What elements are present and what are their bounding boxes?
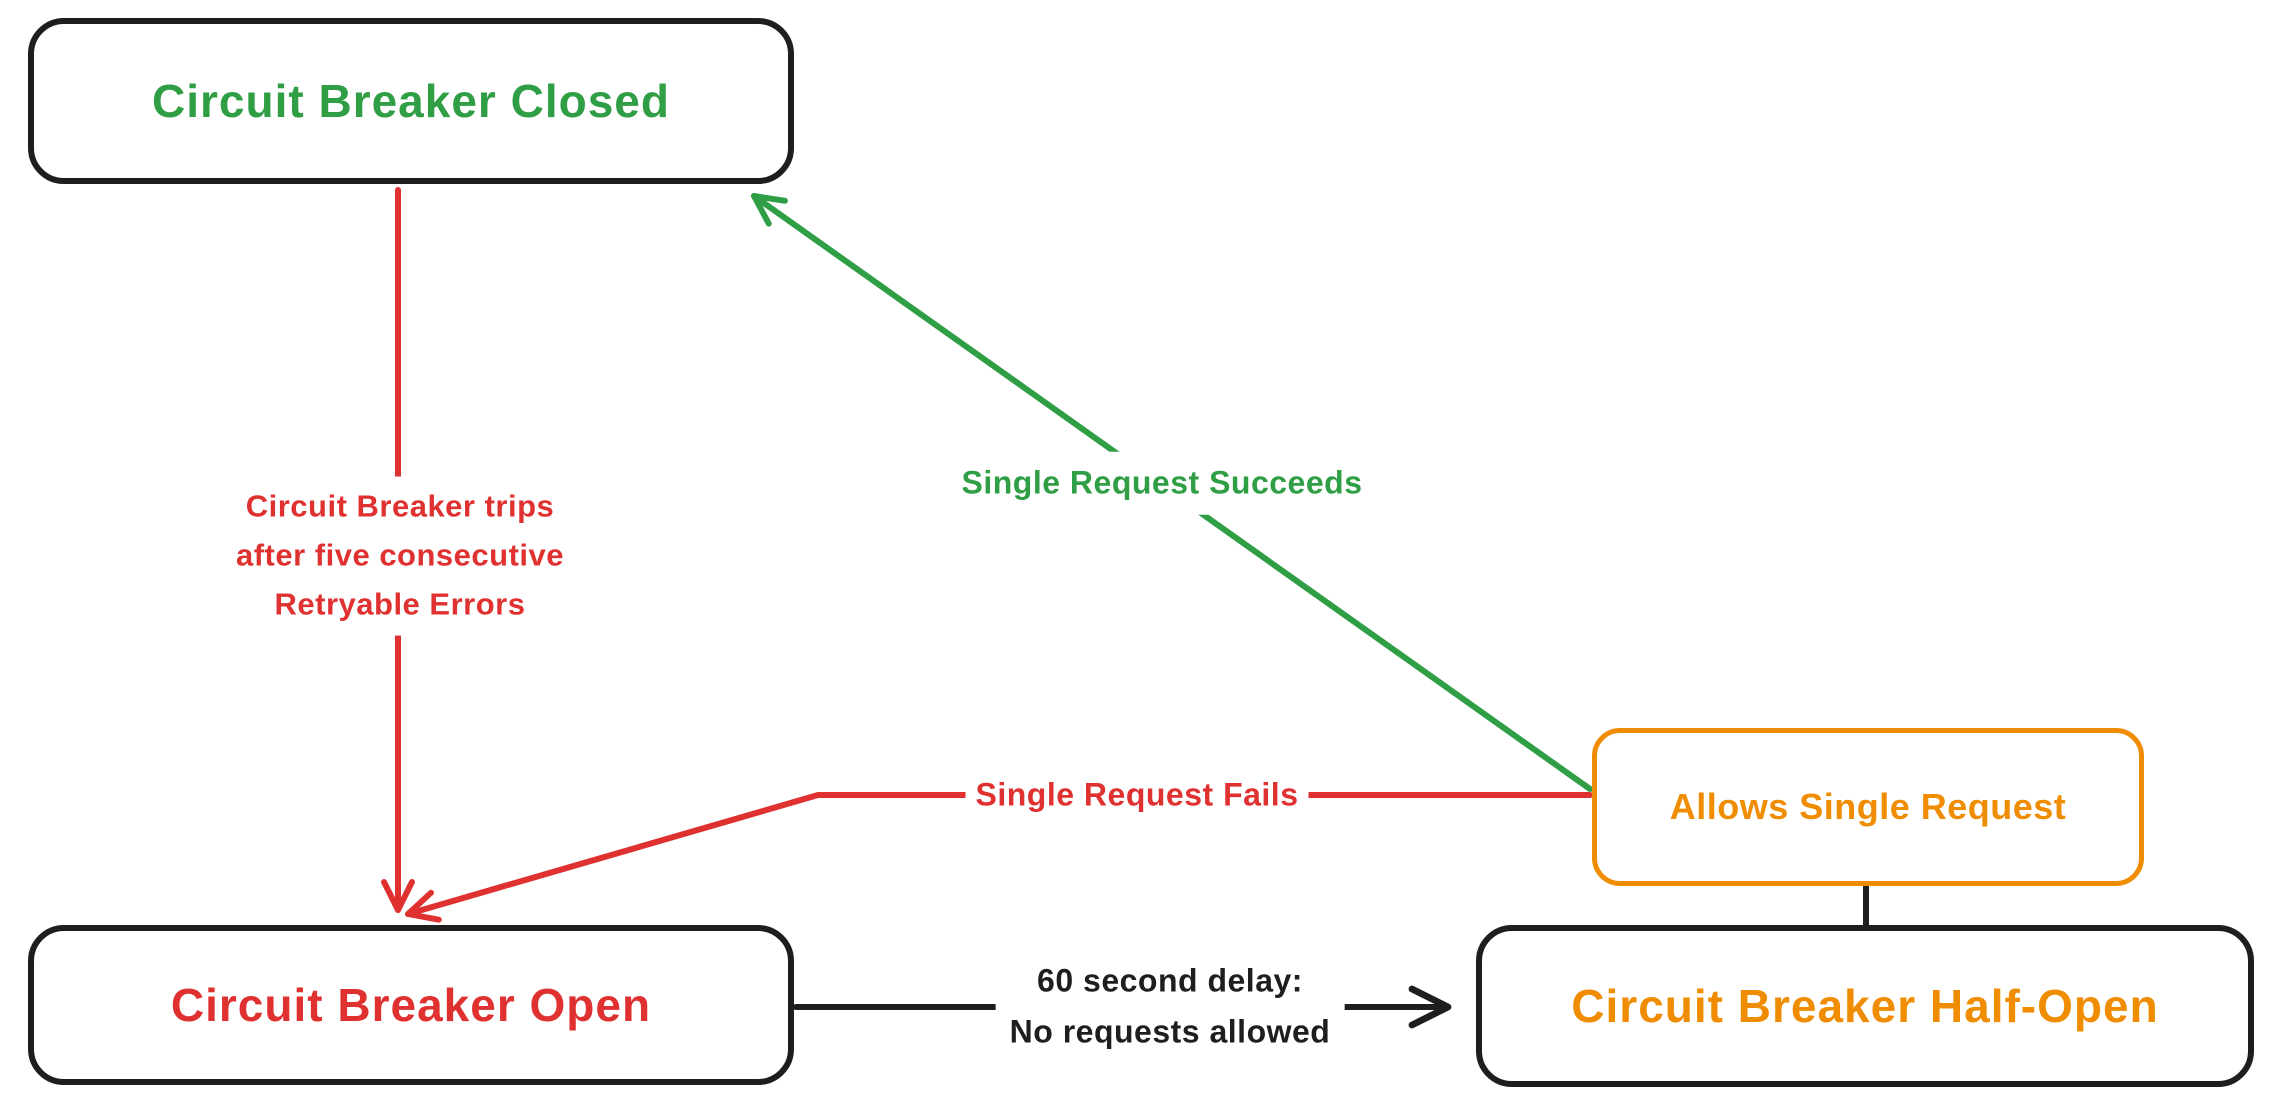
node-open-label: Circuit Breaker Open <box>170 979 652 1031</box>
node-allows-single-request: Allows Single Request <box>1592 728 2144 886</box>
node-circuit-breaker-open: Circuit Breaker Open <box>28 925 794 1085</box>
node-half-open-label: Circuit Breaker Half-Open <box>1571 980 2159 1032</box>
edge-label-succeeds: Single Request Succeeds <box>947 451 1377 515</box>
edge-label-delay: 60 second delay: No requests allowed <box>995 949 1345 1063</box>
node-circuit-breaker-closed: Circuit Breaker Closed <box>28 18 794 184</box>
edge-fails-arrow <box>405 792 1593 923</box>
edge-label-fails: Single Request Fails <box>965 767 1309 823</box>
node-allows-label: Allows Single Request <box>1669 786 2067 827</box>
node-circuit-breaker-half-open: Circuit Breaker Half-Open <box>1476 925 2254 1087</box>
edge-label-trips: Circuit Breaker trips after five consecu… <box>221 476 579 636</box>
node-closed-label: Circuit Breaker Closed <box>152 75 670 127</box>
